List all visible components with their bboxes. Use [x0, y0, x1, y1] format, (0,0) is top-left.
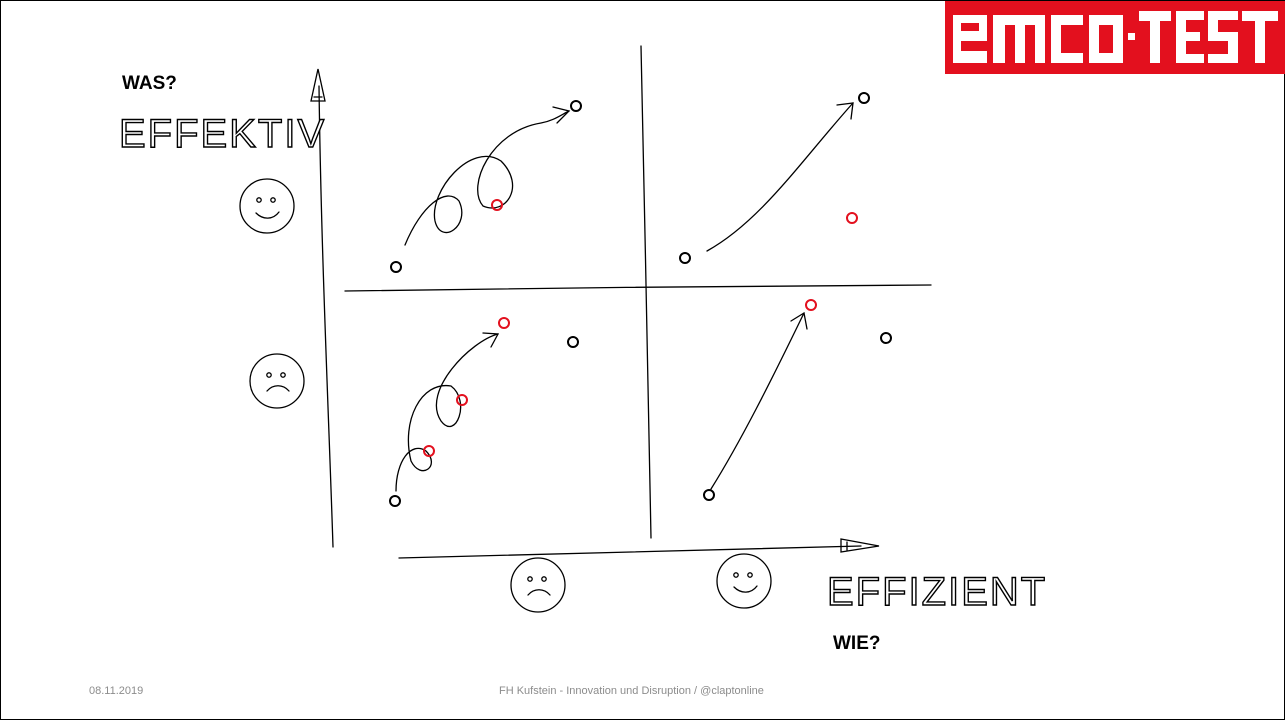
- goal-marker: [859, 93, 869, 103]
- sad-face-icon-x: [511, 558, 565, 612]
- real-target-marker: [492, 200, 502, 210]
- y-axis-arrowhead: [311, 69, 325, 101]
- start-marker: [390, 496, 400, 506]
- start-marker: [680, 253, 690, 263]
- path-top-left: [405, 111, 569, 245]
- footer-date: 08.11.2019: [89, 685, 143, 697]
- start-marker: [391, 262, 401, 272]
- happy-face-icon-x: [717, 554, 771, 608]
- y-axis-label: EFFEKTIV: [119, 112, 326, 156]
- footer-source: FH Kufstein - Innovation und Disruption …: [499, 685, 764, 697]
- x-axis-label: EFFIZIENT: [827, 570, 1047, 614]
- real-target-marker: [806, 300, 816, 310]
- x-axis-line: [399, 546, 861, 558]
- x-axis-question: WIE?: [833, 633, 881, 655]
- path-bottom-right: [711, 313, 804, 489]
- path-top-right: [707, 103, 853, 251]
- goal-marker: [571, 101, 581, 111]
- happy-face-icon-y: [240, 179, 294, 233]
- goal-marker: [568, 337, 578, 347]
- path-bottom-left: [396, 334, 498, 491]
- y-axis-question: WAS?: [122, 73, 177, 95]
- quadrant-divider-horizontal: [345, 285, 931, 291]
- quadrant-divider-vertical: [641, 46, 651, 538]
- real-target-marker: [457, 395, 467, 405]
- start-marker: [704, 490, 714, 500]
- real-target-marker: [847, 213, 857, 223]
- arrowhead-bottom-right: [791, 313, 807, 329]
- goal-marker: [881, 333, 891, 343]
- real-target-marker: [499, 318, 509, 328]
- sad-face-icon-y: [250, 354, 304, 408]
